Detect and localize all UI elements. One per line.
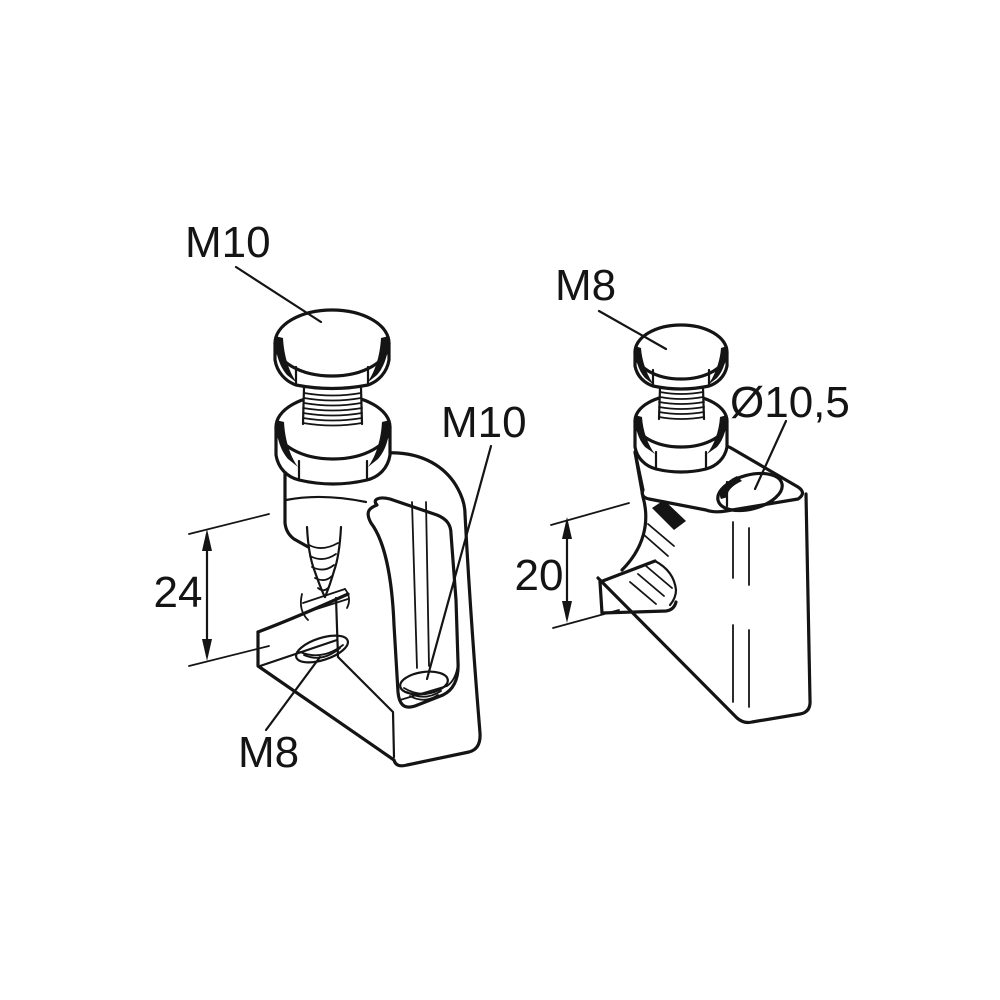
leader-left-bolt-m10 — [234, 265, 323, 324]
extension-line — [550, 502, 630, 526]
arrowhead-up — [562, 517, 572, 539]
label-left-flange-m8: M8 — [238, 728, 299, 777]
right-dimension-20: 20 — [515, 502, 630, 629]
left-bolt-shank — [301, 386, 364, 427]
arrowhead-down — [202, 639, 212, 661]
label-left-bolt-m10: M10 — [185, 218, 271, 267]
dimension-24-label: 24 — [154, 568, 203, 617]
left-clamp-figure: 24 M10 M10 M8 — [154, 218, 527, 777]
arrowhead-down — [562, 601, 572, 623]
arrowhead-up — [202, 529, 212, 551]
right-upper-jaw-serrations — [642, 500, 686, 557]
right-bolt-shank — [657, 386, 706, 421]
left-m8-hole — [294, 634, 350, 664]
right-top-hole — [716, 471, 784, 513]
dimension-20-label: 20 — [515, 551, 564, 600]
left-m10-hole — [399, 670, 449, 701]
leader-right-bolt-m8 — [597, 309, 668, 351]
label-right-hole-diameter: Ø10,5 — [730, 378, 850, 427]
right-bolt-head — [633, 323, 729, 391]
right-clamp-body — [596, 442, 812, 725]
extension-line — [188, 645, 270, 667]
leader-left-flange-m8 — [264, 655, 322, 732]
extension-line — [552, 609, 620, 629]
right-clamp-figure: 20 M8 Ø10,5 — [515, 261, 850, 725]
label-right-bolt-m8: M8 — [555, 261, 616, 310]
leader-left-hole-m10 — [425, 444, 493, 681]
leader-right-hole-diameter — [753, 419, 788, 491]
left-dimension-24: 24 — [154, 513, 270, 667]
left-screw-tip — [305, 525, 343, 599]
right-lower-lip — [598, 559, 678, 615]
left-bolt-head — [273, 308, 391, 391]
extension-line — [188, 513, 270, 535]
label-left-hole-m10: M10 — [441, 398, 527, 447]
